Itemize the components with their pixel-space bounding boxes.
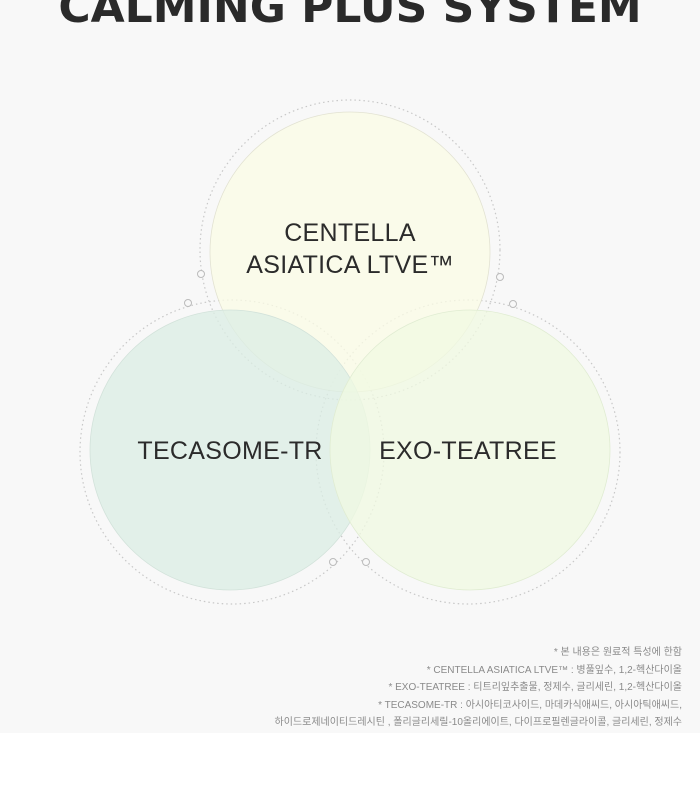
venn-diagram xyxy=(79,99,621,605)
content-panel: CALMING PLUS SYSTEM CENTELLA ASIATICA LT… xyxy=(58,0,682,732)
top-dotted-ring xyxy=(199,99,501,401)
footnote-line: * EXO-TEATREE : 티트리잎추출물, 정제수, 글리세린, 1,2-… xyxy=(388,682,682,693)
footnote-line: * 본 내용은 원료적 특성에 한함 xyxy=(553,647,682,658)
ring-dot xyxy=(184,299,192,307)
right-circle xyxy=(329,309,611,591)
top-circle-label-line2: ASIATICA LTVE™ xyxy=(246,251,454,279)
footnote-line: * CENTELLA ASIATICA LTVE™ : 병풀잎수, 1,2-헥산… xyxy=(426,664,682,676)
ring-dot xyxy=(509,300,517,308)
footnote-line: * TECASOME-TR : 아시아티코사이드, 마데카식애씨드, 아시아틱애… xyxy=(378,699,682,711)
ring-dot xyxy=(329,558,337,566)
ring-dot xyxy=(362,558,370,566)
right-circle-label: EXO-TEATREE xyxy=(379,437,557,465)
top-circle-label-line1: CENTELLA xyxy=(284,219,416,247)
footnotes: * 본 내용은 원료적 특성에 한함 * CENTELLA ASIATICA L… xyxy=(275,644,682,732)
ring-dot xyxy=(197,270,205,278)
ring-dot xyxy=(496,273,504,281)
left-circle-label: TECASOME-TR xyxy=(137,437,323,465)
footnote-line: 하이드로제네이티드레시틴 , 폴리글리세릴-10올리에이트, 다이프로필렌글라이… xyxy=(274,717,682,728)
headline: CALMING PLUS SYSTEM xyxy=(58,0,642,33)
top-circle-label: CENTELLA ASIATICA LTVE™ xyxy=(210,217,490,281)
